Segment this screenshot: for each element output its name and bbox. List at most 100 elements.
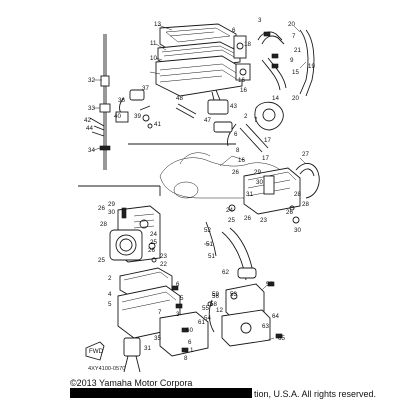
callout-36: 36 [118, 97, 125, 104]
redaction-bar [70, 388, 208, 398]
callout-15: 15 [292, 69, 299, 76]
callout-10: 10 [150, 55, 157, 62]
callout-labels: 13 11 10 6 3 20 7 21 9 19 15 18 16 16 43… [84, 17, 315, 362]
callout-23: 23 [260, 217, 267, 224]
callout-27: 27 [302, 151, 309, 158]
callout-64: 64 [272, 313, 279, 320]
callout-2b: 2 [108, 275, 112, 282]
callout-26: 26 [232, 169, 239, 176]
callout-59: 59 [212, 291, 219, 298]
callout-32: 32 [88, 77, 95, 84]
callout-leaders [93, 24, 307, 341]
callout-40: 40 [114, 113, 121, 120]
callout-65: 65 [278, 335, 285, 342]
callout-20: 20 [288, 21, 295, 28]
callout-18: 18 [244, 41, 251, 48]
callout-7: 7 [292, 33, 296, 40]
callout-13: 13 [154, 21, 161, 28]
callout-30c: 30 [108, 209, 115, 216]
callout-9: 9 [290, 57, 294, 64]
callout-39: 39 [134, 113, 141, 120]
callout-26b: 26 [286, 209, 293, 216]
callout-41: 41 [154, 121, 161, 128]
callout-1: 1 [190, 347, 194, 354]
callout-44: 44 [86, 125, 93, 132]
callout-8: 8 [236, 147, 240, 154]
rights-text: tion, U.S.A. All rights reserved. [254, 389, 377, 399]
callout-21: 21 [294, 47, 301, 54]
callout-5: 5 [108, 301, 112, 308]
antenna-cable-assembly [89, 34, 111, 170]
callout-60: 60 [186, 327, 193, 334]
callout-6: 6 [232, 27, 236, 34]
callout-51b: 51 [208, 253, 215, 260]
callout-26c: 26 [244, 215, 251, 222]
callout-31b: 31 [144, 345, 151, 352]
callout-62: 62 [222, 269, 229, 276]
callout-56: 56 [212, 293, 219, 300]
callout-35: 35 [154, 335, 161, 342]
callout-16: 16 [238, 77, 245, 84]
callout-57: 57 [266, 281, 273, 288]
callout-28c: 28 [100, 221, 107, 228]
forward-arrow-icon: FWD [85, 341, 105, 361]
callout-29: 29 [254, 169, 261, 176]
callout-31: 31 [246, 191, 253, 198]
callout-43: 43 [230, 103, 237, 110]
pump-hose-assembly [205, 221, 283, 347]
callout-61: 61 [198, 319, 205, 326]
callout-25c: 25 [98, 257, 105, 264]
callout-28b: 28 [302, 201, 309, 208]
callout-63: 63 [262, 323, 269, 330]
callout-58: 58 [210, 301, 217, 308]
callout-28: 28 [294, 191, 301, 198]
callout-5b: 5 [180, 295, 184, 302]
callout-24: 24 [226, 207, 233, 214]
callout-37: 37 [142, 85, 149, 92]
callout-26d: 26 [98, 205, 105, 212]
callout-24b: 24 [150, 231, 157, 238]
intake-box-assembly [228, 163, 320, 224]
callout-8b: 8 [184, 355, 188, 362]
callout-16c: 16 [238, 157, 245, 164]
callout-17: 17 [264, 137, 271, 144]
svg-text:FWD: FWD [89, 348, 104, 355]
callout-48: 48 [176, 95, 183, 102]
callout-3b: 3 [176, 311, 180, 318]
callout-7c: 7 [158, 309, 162, 316]
callout-25b: 25 [150, 239, 157, 246]
callout-54: 54 [204, 315, 211, 322]
meter-housing-assembly [109, 205, 161, 263]
callout-29b: 29 [108, 201, 115, 208]
callout-2: 2 [244, 113, 248, 120]
redaction-bar-2 [208, 388, 252, 398]
callout-7b: 7 [254, 117, 258, 124]
callout-23b: 23 [160, 253, 167, 260]
callout-4: 4 [108, 291, 112, 298]
callout-6c: 6 [176, 281, 180, 288]
copyright-text: ©2013 Yamaha Motor Corpora [70, 378, 193, 388]
callout-6d: 6 [188, 339, 192, 346]
callout-34: 34 [88, 147, 95, 154]
callout-26e: 26 [148, 247, 155, 254]
callout-55: 55 [202, 305, 209, 312]
airbox-assembly [115, 23, 315, 153]
callout-17b: 17 [262, 155, 269, 162]
callout-52: 52 [204, 227, 211, 234]
callout-47: 47 [204, 117, 211, 124]
callout-30b: 30 [294, 227, 301, 234]
callout-30: 30 [256, 179, 263, 186]
callout-33: 33 [88, 105, 95, 112]
callout-16b: 16 [240, 87, 247, 94]
callout-25: 25 [228, 217, 235, 224]
callout-53: 53 [230, 291, 237, 298]
callout-14: 14 [272, 95, 279, 102]
callout-20b: 20 [292, 95, 299, 102]
ecu-assembly [117, 267, 209, 373]
callout-12: 12 [216, 307, 223, 314]
drawing-code: 4XY4100-0570 [88, 366, 125, 372]
callout-42: 42 [84, 117, 91, 124]
callout-3: 3 [258, 17, 262, 24]
